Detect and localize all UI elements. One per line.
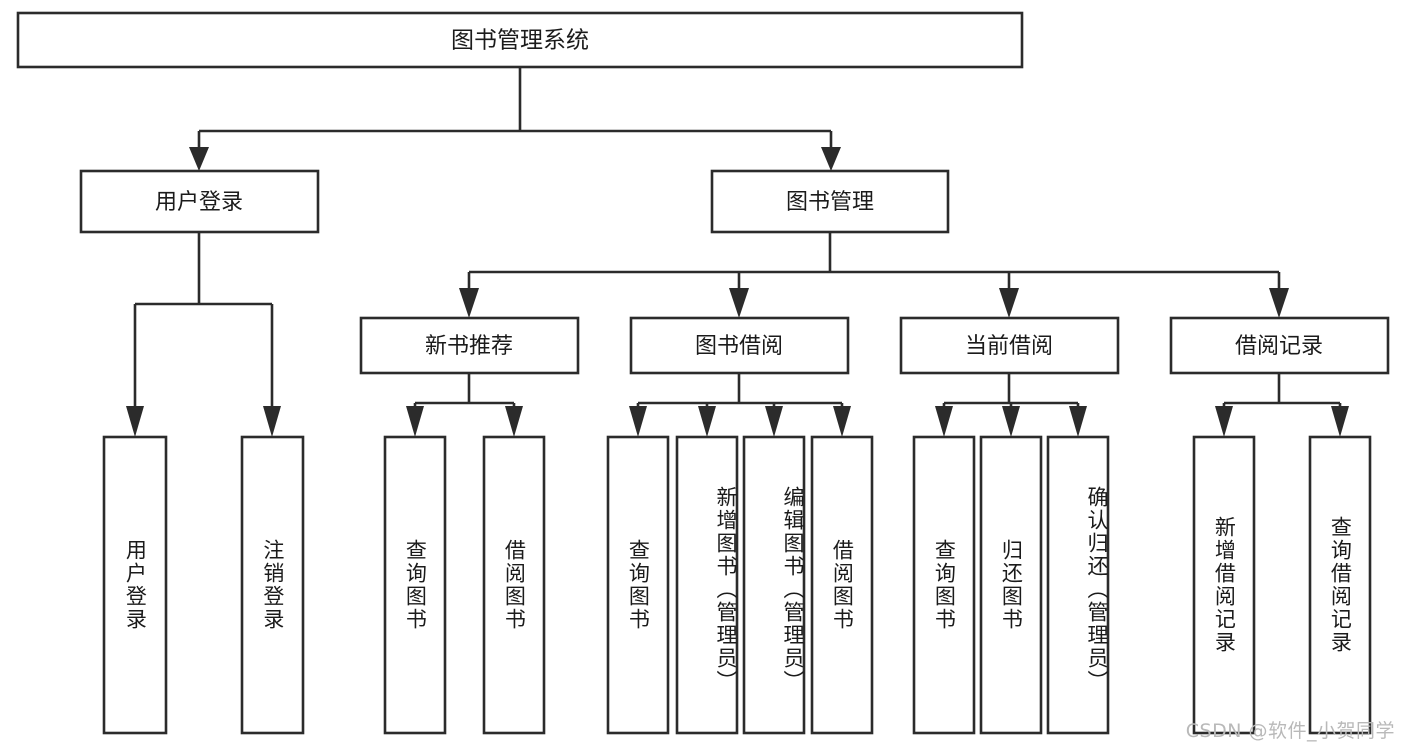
leaf-box-new-book-1[interactable] bbox=[482, 435, 546, 735]
arrow-head-bookborrow-3 bbox=[833, 406, 851, 437]
root-label: 图书管理系统 bbox=[451, 28, 589, 54]
leaf-box-borrow-record-0[interactable] bbox=[1192, 435, 1256, 735]
arrow-head-level2-0 bbox=[189, 147, 209, 171]
arrow-head-currentborrow-0 bbox=[935, 406, 953, 437]
arrow-head-bookborrow-0 bbox=[629, 406, 647, 437]
borrow-record-label: 借阅记录 bbox=[1235, 334, 1323, 359]
node-user-login[interactable]: 用户登录 bbox=[79, 169, 320, 234]
arrow-head-bookborrow-2 bbox=[765, 406, 783, 437]
arrow-head-level3-0 bbox=[459, 288, 479, 318]
arrow-head-userlogin-1 bbox=[263, 406, 281, 437]
leaf-box-user-login-1[interactable] bbox=[240, 435, 305, 735]
leaf-box-user-login-0[interactable] bbox=[102, 435, 168, 735]
root-box-rect bbox=[16, 11, 1024, 69]
current-borrow-label: 当前借阅 bbox=[965, 334, 1053, 359]
arrow-head-borrowrecord-1 bbox=[1331, 406, 1349, 437]
arrow-head-level3-3 bbox=[1269, 288, 1289, 318]
node-new-book-recommend[interactable]: 新书推荐 bbox=[359, 316, 580, 375]
current-borrow-box-rect bbox=[899, 316, 1120, 375]
node-book-borrow[interactable]: 图书借阅 bbox=[629, 316, 850, 375]
new-book-recommend-label: 新书推荐 bbox=[425, 334, 513, 359]
leaf-box-new-book-0[interactable] bbox=[383, 435, 447, 735]
node-borrow-record[interactable]: 借阅记录 bbox=[1169, 316, 1390, 375]
book-borrow-label: 图书借阅 bbox=[695, 334, 783, 359]
leaf-box-book-borrow-3[interactable] bbox=[810, 435, 874, 735]
new-book-recommend-box-rect bbox=[359, 316, 580, 375]
user-login-label: 用户登录 bbox=[155, 190, 243, 215]
leaf-box-book-borrow-2[interactable] bbox=[742, 435, 806, 735]
arrow-head-newbook-1 bbox=[505, 406, 523, 437]
arrow-head-currentborrow-1 bbox=[1002, 406, 1020, 437]
node-book-management[interactable]: 图书管理 bbox=[710, 169, 950, 234]
arrow-head-level3-2 bbox=[999, 288, 1019, 318]
leaf-box-book-borrow-1[interactable] bbox=[675, 435, 739, 735]
node-root[interactable]: 图书管理系统 bbox=[16, 11, 1024, 69]
csdn-watermark: CSDN @软件_小贺同学 bbox=[1185, 720, 1395, 742]
book-management-label: 图书管理 bbox=[786, 190, 874, 215]
leaf-box-book-borrow-0[interactable] bbox=[606, 435, 670, 735]
arrow-head-userlogin-0 bbox=[126, 406, 144, 437]
borrow-record-box-rect bbox=[1169, 316, 1390, 375]
arrow-head-level2-1 bbox=[821, 147, 841, 171]
arrow-head-bookborrow-1 bbox=[698, 406, 716, 437]
book-management-box-rect bbox=[710, 169, 950, 234]
book-borrow-box-rect bbox=[629, 316, 850, 375]
leaf-box-current-borrow-0[interactable] bbox=[912, 435, 976, 735]
leaf-box-borrow-record-1[interactable] bbox=[1308, 435, 1372, 735]
arrow-head-currentborrow-2 bbox=[1069, 406, 1087, 437]
arrow-head-newbook-0 bbox=[406, 406, 424, 437]
leaf-box-current-borrow-1[interactable] bbox=[979, 435, 1043, 735]
leaf-box-current-borrow-2[interactable] bbox=[1046, 435, 1110, 735]
node-current-borrow[interactable]: 当前借阅 bbox=[899, 316, 1120, 375]
arrow-head-level3-1 bbox=[729, 288, 749, 318]
arrow-head-borrowrecord-0 bbox=[1215, 406, 1233, 437]
